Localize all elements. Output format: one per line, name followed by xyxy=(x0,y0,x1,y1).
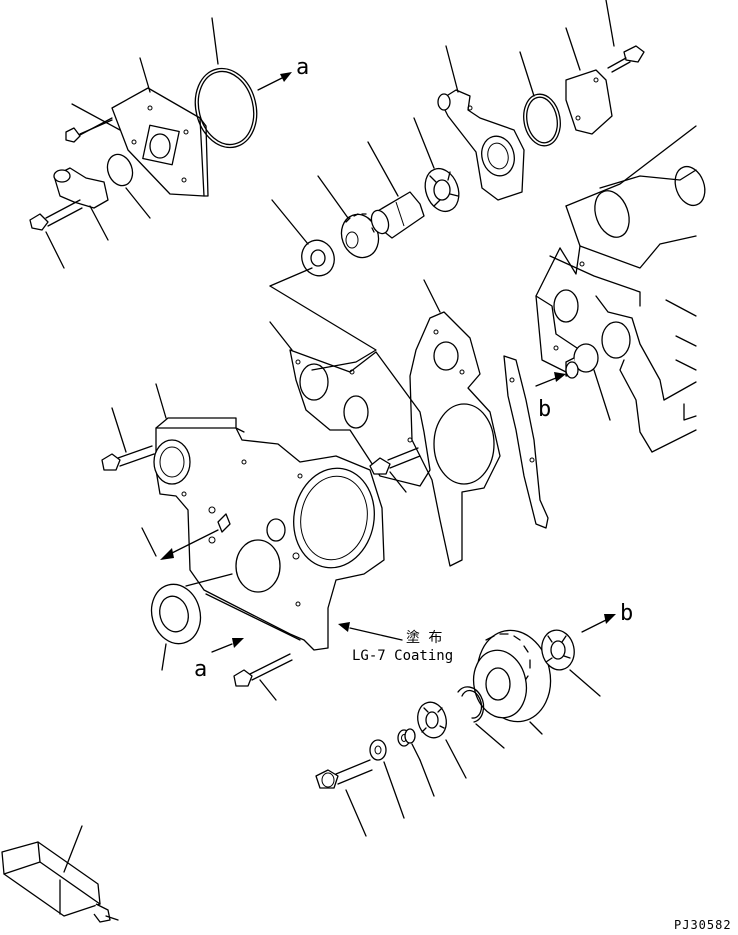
service-tool[interactable] xyxy=(1,825,119,923)
drawing-number: PJ30582 xyxy=(674,918,732,932)
arrow-b-block xyxy=(535,372,566,387)
engine-block xyxy=(535,125,706,453)
plug-fitting[interactable] xyxy=(565,343,611,421)
gasket-rear[interactable] xyxy=(409,279,501,567)
bolt-center[interactable] xyxy=(369,447,421,493)
idler-gear-large[interactable] xyxy=(467,624,558,735)
o-ring-small-left[interactable] xyxy=(103,151,151,219)
washer-flat[interactable] xyxy=(369,739,405,819)
snap-ring[interactable] xyxy=(457,686,505,749)
oil-seal[interactable] xyxy=(145,573,301,671)
ref-a-lower: a xyxy=(194,657,207,682)
arrow-a-top xyxy=(257,72,292,91)
elbow-fitting[interactable] xyxy=(53,167,109,241)
ref-b-block: b xyxy=(538,397,551,422)
ref-a-top: a xyxy=(296,55,309,80)
cover-plate-top[interactable] xyxy=(111,57,209,197)
bearing-right[interactable] xyxy=(413,117,465,216)
gasket-strip[interactable] xyxy=(503,355,549,529)
o-ring-large-top[interactable] xyxy=(187,17,265,154)
arrow-case-left xyxy=(141,527,219,560)
bolt-case-upper[interactable] xyxy=(101,407,155,471)
gasket-front[interactable] xyxy=(269,321,431,487)
cover-small-right[interactable] xyxy=(565,27,613,135)
bolt-top-right[interactable] xyxy=(605,0,645,73)
coating-leader xyxy=(338,622,403,641)
gear-idler-small[interactable] xyxy=(317,175,384,263)
idler-shaft[interactable] xyxy=(367,141,425,239)
bolt-left-lower[interactable] xyxy=(29,199,83,269)
arrow-a-lower xyxy=(211,638,244,653)
bearing-lower-right[interactable] xyxy=(538,627,601,697)
washer-small[interactable] xyxy=(397,728,435,797)
bearing-lower-mid[interactable] xyxy=(414,699,467,779)
coating-label-en: LG-7 Coating xyxy=(352,648,453,664)
bolt-top-left[interactable] xyxy=(65,103,121,143)
bracket-housing[interactable] xyxy=(437,45,525,201)
coating-label-jp: 塗 布 xyxy=(406,629,442,646)
bearing-left[interactable] xyxy=(271,199,339,280)
arrow-b-lower xyxy=(581,614,616,633)
o-ring-right[interactable] xyxy=(519,51,564,149)
bolt-case-lower[interactable] xyxy=(233,653,293,701)
bolt-lower-center[interactable] xyxy=(315,759,373,837)
gear-case[interactable] xyxy=(153,383,385,651)
ref-b-lower: b xyxy=(620,601,633,626)
leader-bracket xyxy=(269,285,377,371)
